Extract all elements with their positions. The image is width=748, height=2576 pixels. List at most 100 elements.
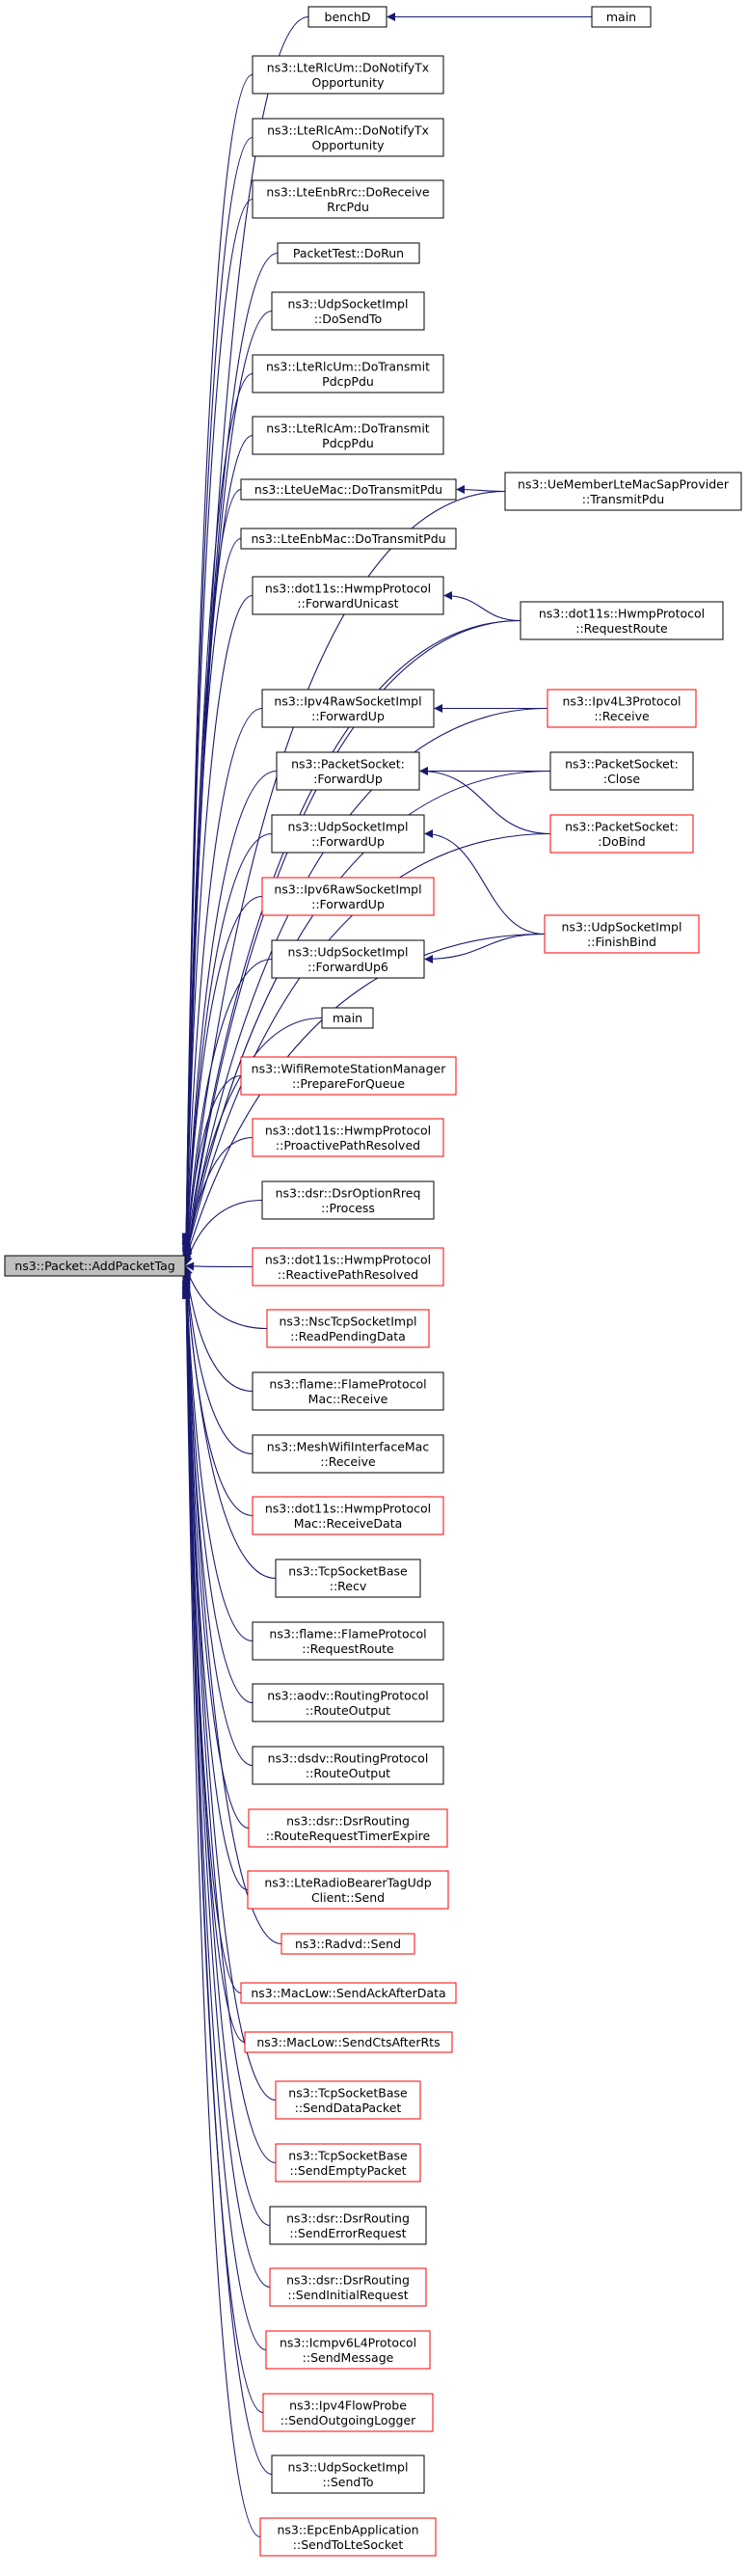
node-icmpv6[interactable]: ns3::Icmpv6L4Protocol::SendMessage bbox=[265, 2330, 431, 2370]
node-tcp_empty[interactable]: ns3::TcpSocketBase::SendEmptyPacket bbox=[275, 2143, 421, 2183]
edge-tcp_data-to-root bbox=[181, 1281, 277, 2101]
node-udp_fwd6[interactable]: ns3::UdpSocketImpl::ForwardUp6 bbox=[271, 939, 425, 979]
node-box bbox=[252, 1118, 444, 1157]
node-label: ns3::Icmpv6L4Protocol bbox=[280, 2335, 416, 2349]
node-maclow_ack[interactable]: ns3::MacLow::SendAckAfterData bbox=[240, 1982, 457, 2004]
edge-meshwifi-to-root bbox=[182, 1268, 254, 1455]
node-hwmp_reactive[interactable]: ns3::dot11s::HwmpProtocol::ReactivePathR… bbox=[252, 1247, 444, 1287]
node-hwmp_recvdata[interactable]: ns3::dot11s::HwmpProtocolMac::ReceiveDat… bbox=[252, 1496, 444, 1535]
node-main2[interactable]: main bbox=[321, 1007, 374, 1029]
node-label: ns3::dot11s::HwmpProtocol bbox=[265, 581, 431, 595]
node-epcenb[interactable]: ns3::EpcEnbApplication::SendToLteSocket bbox=[259, 2517, 437, 2557]
node-box bbox=[549, 751, 694, 791]
node-box bbox=[547, 689, 697, 728]
node-box bbox=[265, 2330, 431, 2370]
node-ipv6raw[interactable]: ns3::Ipv6RawSocketImpl::ForwardUp bbox=[261, 877, 435, 916]
node-uemac[interactable]: ns3::LteUeMac::DoTransmitPdu bbox=[240, 478, 457, 501]
node-ipv4flow[interactable]: ns3::Ipv4FlowProbe::SendOutgoingLogger bbox=[262, 2393, 434, 2432]
node-udp_finish[interactable]: ns3::UdpSocketImpl::FinishBind bbox=[544, 914, 700, 954]
root-node[interactable]: ns3::Packet::AddPacketTag bbox=[4, 1255, 186, 1277]
node-label: ::RouteRequestTimerExpire bbox=[266, 1829, 431, 1843]
node-uemember[interactable]: ns3::UeMemberLteMacSapProvider::Transmit… bbox=[504, 472, 742, 511]
node-box bbox=[252, 354, 444, 393]
node-label: Opportunity bbox=[311, 75, 385, 90]
node-benchD[interactable]: benchD bbox=[307, 6, 387, 28]
node-meshwifi[interactable]: ns3::MeshWifiInterfaceMac::Receive bbox=[252, 1434, 444, 1474]
node-tcp_data[interactable]: ns3::TcpSocketBase::SendDataPacket bbox=[275, 2080, 421, 2120]
edge-aodv-to-root bbox=[181, 1273, 254, 1704]
node-box bbox=[277, 242, 420, 264]
node-label: PdcpPdu bbox=[322, 374, 374, 389]
node-box bbox=[271, 814, 425, 854]
edge-pktsock_fwd-to-root bbox=[181, 770, 278, 1258]
node-label: ns3::dsr::DsrOptionRreq bbox=[276, 1185, 421, 1200]
node-udp_dosendto[interactable]: ns3::UdpSocketImpl::DoSendTo bbox=[271, 291, 425, 331]
node-label: ::ForwardUp bbox=[311, 897, 385, 911]
node-label: ::SendTo bbox=[322, 2475, 373, 2489]
edge-hwmp_reactive-to-root bbox=[185, 1261, 254, 1271]
edge-udp_fwd6-to-root bbox=[182, 958, 273, 1261]
node-hwmp_route[interactable]: ns3::dot11s::HwmpProtocol::RequestRoute bbox=[520, 601, 724, 640]
node-box bbox=[252, 118, 444, 157]
node-packettest[interactable]: PacketTest::DoRun bbox=[277, 242, 420, 264]
node-label: ns3::flame::FlameProtocol bbox=[269, 1626, 426, 1641]
node-label: ns3::dot11s::HwmpProtocol bbox=[265, 1501, 431, 1515]
node-label: ns3::dsr::DsrRouting bbox=[286, 1813, 410, 1828]
node-maclow_cts[interactable]: ns3::MacLow::SendCtsAfterRts bbox=[244, 2031, 453, 2053]
node-box bbox=[591, 6, 652, 28]
edge-wifi_prepare-to-root bbox=[182, 1074, 242, 1263]
node-label: :DoBind bbox=[598, 834, 645, 849]
node-dsr_initial[interactable]: ns3::dsr::DsrRouting::SendInitialRequest bbox=[269, 2267, 427, 2307]
node-label: ::Recv bbox=[330, 1579, 367, 1593]
node-enbmac[interactable]: ns3::LteEnbMac::DoTransmitPdu bbox=[240, 528, 457, 550]
node-label: ::SendToLteSocket bbox=[293, 2537, 404, 2552]
node-main1[interactable]: main bbox=[591, 6, 652, 28]
node-pktsock_bind[interactable]: ns3::PacketSocket::DoBind bbox=[549, 814, 694, 854]
node-ipv4raw[interactable]: ns3::Ipv4RawSocketImpl::ForwardUp bbox=[261, 689, 435, 728]
edge-dsr_initial-to-root bbox=[181, 1285, 271, 2289]
node-label: ns3::dot11s::HwmpProtocol bbox=[539, 606, 705, 620]
node-dsdv[interactable]: ns3::dsdv::RoutingProtocol::RouteOutput bbox=[252, 1746, 444, 1785]
node-nsctcp[interactable]: ns3::NscTcpSocketImpl::ReadPendingData bbox=[266, 1309, 430, 1348]
node-box bbox=[252, 1746, 444, 1785]
node-radvd[interactable]: ns3::Radvd::Send bbox=[280, 1933, 415, 1955]
edge-dsr_timer-to-root bbox=[181, 1276, 250, 1830]
node-label: ::FinishBind bbox=[587, 935, 656, 949]
node-label: ns3::LteUeMac::DoTransmitPdu bbox=[254, 482, 442, 497]
node-label: ns3::MeshWifiInterfaceMac bbox=[267, 1439, 430, 1453]
node-pktsock_fwd[interactable]: ns3::PacketSocket::ForwardUp bbox=[276, 751, 420, 791]
node-box bbox=[269, 2267, 427, 2307]
node-aodv[interactable]: ns3::aodv::RoutingProtocol::RouteOutput bbox=[252, 1683, 444, 1722]
node-hwmp_proactive[interactable]: ns3::dot11s::HwmpProtocol::ProactivePath… bbox=[252, 1118, 444, 1157]
node-pktsock_close[interactable]: ns3::PacketSocket::Close bbox=[549, 751, 694, 791]
node-dsr_rreq[interactable]: ns3::dsr::DsrOptionRreq::Process bbox=[261, 1180, 435, 1220]
node-flame_route[interactable]: ns3::flame::FlameProtocol::RequestRoute bbox=[252, 1621, 444, 1661]
node-box bbox=[275, 2080, 421, 2120]
node-dsr_error[interactable]: ns3::dsr::DsrRouting::SendErrorRequest bbox=[269, 2206, 427, 2245]
node-label: Mac::Receive bbox=[308, 1392, 388, 1406]
node-label: ::RouteOutput bbox=[306, 1703, 390, 1718]
node-hwmp_fwd[interactable]: ns3::dot11s::HwmpProtocol::ForwardUnicas… bbox=[252, 576, 444, 615]
node-wifi_prepare[interactable]: ns3::WifiRemoteStationManager::PrepareFo… bbox=[240, 1056, 457, 1096]
node-udp_sendto[interactable]: ns3::UdpSocketImpl::SendTo bbox=[271, 2454, 425, 2494]
node-label: ns3::LteRlcAm::DoTransmit bbox=[266, 420, 430, 435]
node-tcp_recv[interactable]: ns3::TcpSocketBase::Recv bbox=[275, 1559, 421, 1598]
node-label: ::RequestRoute bbox=[302, 1641, 394, 1656]
node-label: ::Receive bbox=[320, 1454, 376, 1469]
node-dsr_timer[interactable]: ns3::dsr::DsrRouting::RouteRequestTimerE… bbox=[248, 1808, 448, 1848]
edge-udp_sendto-to-root bbox=[181, 1288, 273, 2476]
node-label: ns3::Ipv6RawSocketImpl bbox=[274, 881, 421, 896]
node-label: ns3::UdpSocketImpl bbox=[288, 2459, 409, 2474]
node-ipv4l3[interactable]: ns3::Ipv4L3Protocol::Receive bbox=[547, 689, 697, 728]
node-label: ns3::LteRadioBearerTagUdp bbox=[264, 1875, 431, 1889]
node-udp_fwd[interactable]: ns3::UdpSocketImpl::ForwardUp bbox=[271, 814, 425, 854]
node-box bbox=[252, 1496, 444, 1535]
